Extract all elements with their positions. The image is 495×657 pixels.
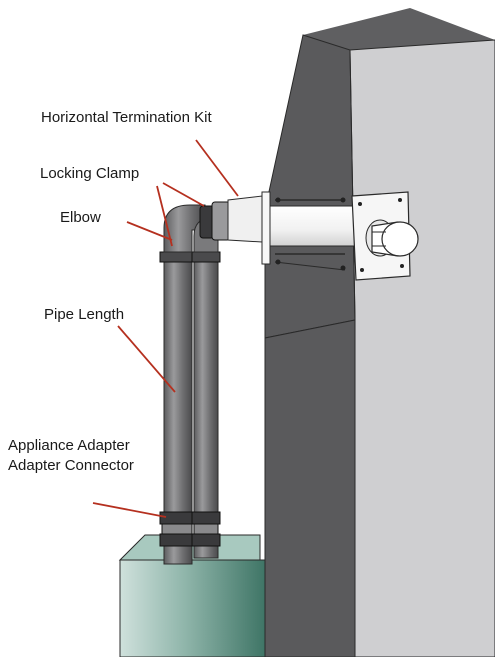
leader-elbow xyxy=(126,221,173,241)
leader-htk xyxy=(195,139,239,197)
pipe-length-left xyxy=(163,247,193,565)
leader-lines xyxy=(92,139,239,518)
horizontal-termination-kit xyxy=(227,191,361,271)
label-pipe-length: Pipe Length xyxy=(44,306,125,323)
wall-front xyxy=(349,39,495,657)
leader-clamp-right xyxy=(162,182,205,207)
horizontal-clamp xyxy=(199,201,231,241)
leader-clamp-left xyxy=(156,185,173,247)
label-locking-clamp: Locking Clamp xyxy=(40,165,140,182)
label-appliance-adapter-group: Appliance Adapter Adapter Connector xyxy=(8,436,134,476)
pipe-lengths xyxy=(163,247,219,565)
pipe-clamps xyxy=(159,251,221,263)
label-horizontal-termination-kit: Horizontal Termination Kit xyxy=(41,109,212,126)
wall-side xyxy=(264,34,356,339)
pipe-length-right xyxy=(193,247,219,559)
appliance-front xyxy=(119,559,266,657)
wall xyxy=(264,8,495,657)
label-appliance-adapter: Appliance Adapter xyxy=(8,437,130,454)
termination-plate xyxy=(351,191,419,281)
label-adapter-connector: Adapter Connector xyxy=(8,457,134,474)
leader-adapter xyxy=(92,502,167,518)
wall-lower-side xyxy=(264,319,356,657)
label-elbow: Elbow xyxy=(60,209,101,226)
leader-pipe xyxy=(117,325,176,393)
appliance-adapters xyxy=(159,511,221,547)
